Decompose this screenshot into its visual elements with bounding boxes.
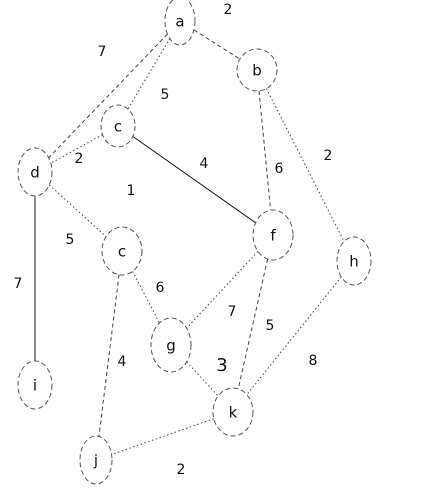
edge-f-k xyxy=(237,258,269,389)
edge-b-h xyxy=(265,88,345,242)
node-shape xyxy=(236,48,278,92)
edge-f-g xyxy=(186,250,259,329)
edge-weight-a-b: 2 xyxy=(224,2,233,18)
node-label: c xyxy=(118,243,126,261)
edge-weight-d-c2: 5 xyxy=(66,232,75,248)
node-label: k xyxy=(229,404,238,422)
edge-weight-a-d: 7 xyxy=(98,44,107,60)
edge-d-c2 xyxy=(48,184,107,237)
edge-weight-d-i: 7 xyxy=(14,276,23,292)
node-b: b xyxy=(236,48,278,92)
node-a: a xyxy=(164,0,196,46)
node-label: d xyxy=(30,164,40,182)
node-shape xyxy=(212,387,254,437)
edge-g-k xyxy=(186,361,219,397)
edge-c2-g xyxy=(132,271,160,324)
edge-weight-h-k: 8 xyxy=(309,353,318,369)
node-label: a xyxy=(175,13,184,31)
edge-weight-f-k: 5 xyxy=(266,318,275,334)
node-h: h xyxy=(336,236,372,286)
edge-weights-layer: 2 7 5 2 4 6 2 5 7 6 4 7 5 3 8 2 1 xyxy=(14,2,333,478)
node-shape xyxy=(79,435,113,485)
node-f: f xyxy=(252,209,294,261)
node-d: d xyxy=(17,147,53,197)
node-shape xyxy=(336,236,372,286)
node-label: f xyxy=(270,227,276,245)
edge-c1-d xyxy=(50,134,103,164)
node-label: h xyxy=(349,253,359,271)
edge-c1-f xyxy=(132,135,256,224)
edge-a-d xyxy=(48,33,168,159)
node-shape xyxy=(17,360,53,410)
edge-a-c1 xyxy=(127,38,171,110)
edge-weight-f-g: 7 xyxy=(228,304,237,320)
node-shape xyxy=(17,147,53,197)
edge-weight-c2-j: 4 xyxy=(118,354,127,370)
node-label: j xyxy=(93,452,98,470)
floating-weight-label: 1 xyxy=(127,183,136,199)
edge-weight-c1-f: 4 xyxy=(200,156,209,172)
node-label: i xyxy=(33,377,37,395)
edge-weight-k-j: 2 xyxy=(177,462,186,478)
node-shape xyxy=(101,226,143,276)
node-g: g xyxy=(150,317,192,373)
node-c2: c xyxy=(101,226,143,276)
node-k: k xyxy=(212,387,254,437)
node-i: i xyxy=(17,360,53,410)
edge-weight-a-c1: 5 xyxy=(161,87,170,103)
edge-a-b xyxy=(193,29,241,60)
edge-h-k xyxy=(246,276,342,396)
edge-b-f xyxy=(258,90,272,211)
node-label: b xyxy=(252,62,262,80)
node-label: c xyxy=(114,118,122,136)
node-shape xyxy=(252,209,294,261)
node-shape xyxy=(164,0,196,46)
node-shape xyxy=(100,104,136,148)
node-j: j xyxy=(79,435,113,485)
node-label: g xyxy=(166,337,176,355)
edge-weight-b-f: 6 xyxy=(275,161,284,177)
edge-weight-c2-g: 6 xyxy=(156,280,165,296)
edge-weight-c1-d: 2 xyxy=(75,151,84,167)
edge-weight-b-h: 2 xyxy=(324,148,333,164)
node-shape xyxy=(150,317,192,373)
nodes-layer: a b c d c f h g i k j xyxy=(17,0,372,485)
edges-layer xyxy=(34,29,345,456)
edge-k-j xyxy=(111,418,214,456)
edge-c2-j xyxy=(98,274,120,437)
node-c1: c xyxy=(100,104,136,148)
edge-weight-g-k: 3 xyxy=(216,355,227,376)
